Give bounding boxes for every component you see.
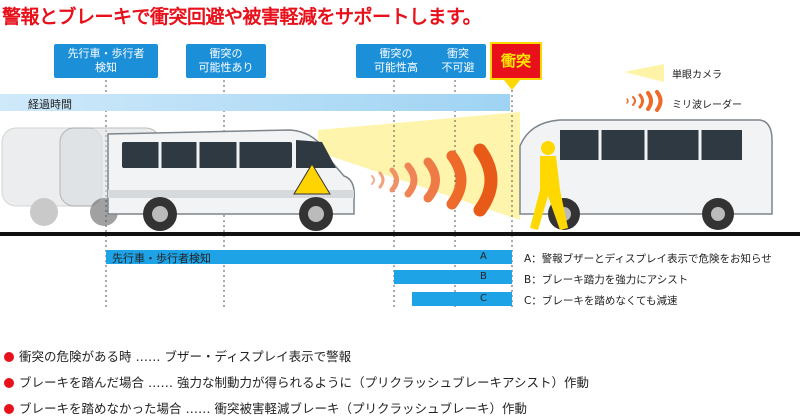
elapsed-time-bar	[0, 94, 510, 111]
school-van	[107, 129, 356, 231]
bar-b	[394, 270, 512, 284]
bar-a	[106, 250, 512, 264]
bullet-text: ブレーキを踏んだ場合 …… 強力な制動力が得られるように（プリクラッシュブレーキ…	[19, 375, 589, 390]
school-sign-icon	[293, 163, 331, 195]
headline: 警報とブレーキで衝突回避や被害軽減をサポートします。	[2, 6, 482, 28]
bullet-dot-icon	[4, 352, 14, 362]
bar-a-letter: A	[480, 251, 487, 262]
phase-desc-b: B：ブレーキ踏力を強力にアシスト	[524, 274, 689, 286]
phase-desc-c: C：ブレーキを踏めなくても減速	[524, 295, 678, 307]
crash-box: 衝突	[490, 42, 542, 80]
stage-detect: 先行車・歩行者 検知	[54, 44, 158, 78]
stage-high: 衝突の 可能性高	[356, 44, 436, 78]
pedestrian-figure	[530, 141, 568, 230]
bar-c	[412, 292, 512, 306]
bullet-row: 衝突の危険がある時 …… ブザー・ディスプレイ表示で警報	[4, 346, 351, 365]
bar-b-letter: B	[480, 271, 487, 282]
bullet-row: ブレーキを踏んだ場合 …… 強力な制動力が得られるように（プリクラッシュブレーキ…	[4, 372, 589, 391]
legend-camera-label: 単眼カメラ	[672, 70, 722, 81]
legend-radar-label: ミリ波レーダー	[672, 100, 742, 111]
front-van	[519, 119, 773, 230]
stage-possible: 衝突の 可能性あり	[186, 44, 266, 78]
bullet-row: ブレーキを踏めなかった場合 …… 衝突被害軽減ブレーキ（プリクラッシュブレーキ）…	[4, 398, 527, 417]
phase-desc-a: A：警報ブザーとディスプレイ表示で危険をお知らせ	[524, 253, 772, 265]
ground-line	[0, 232, 800, 236]
stage-unavoidable: 衝突 不可避	[430, 44, 486, 78]
camera-field	[318, 112, 520, 220]
bar-detect-label: 先行車・歩行者検知	[112, 252, 211, 265]
legend-radar-icon	[626, 90, 663, 112]
radar-waves	[371, 143, 498, 217]
bullet-text: ブレーキを踏めなかった場合 …… 衝突被害軽減ブレーキ（プリクラッシュブレーキ）…	[19, 401, 527, 416]
elapsed-time-label: 経過時間	[28, 98, 72, 111]
bullet-dot-icon	[4, 378, 14, 388]
bullet-dot-icon	[4, 404, 14, 414]
bullet-text: 衝突の危険がある時 …… ブザー・ディスプレイ表示で警報	[19, 349, 352, 364]
crash-pointer	[504, 80, 520, 90]
legend-camera-icon	[624, 64, 664, 82]
bar-c-letter: C	[480, 293, 487, 304]
